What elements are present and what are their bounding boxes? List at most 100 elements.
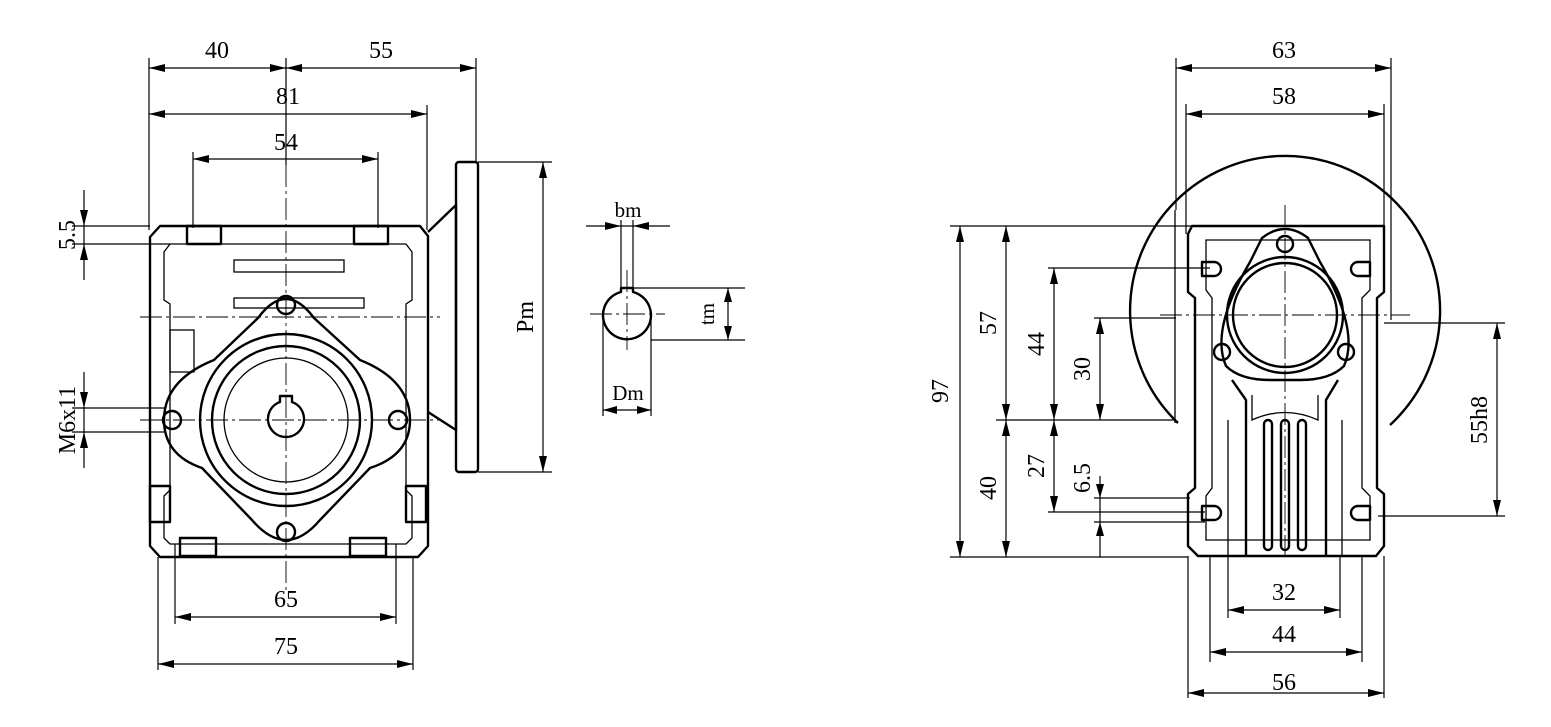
dim-label-55h8: 55h8 (1467, 396, 1493, 444)
shaft-section (601, 286, 653, 341)
arrow (539, 162, 547, 178)
arrow (286, 64, 302, 72)
boss-hole-right (1336, 342, 1356, 362)
top-boss-right (352, 224, 390, 246)
arrow (956, 541, 964, 557)
bore-boss (1220, 227, 1350, 382)
arrow (1324, 606, 1340, 614)
arrow (1096, 318, 1104, 334)
boss-hole-left (1212, 342, 1232, 362)
dim-label-54: 54 (274, 130, 298, 156)
arrow (724, 288, 732, 302)
dim-label-44-vertical: 44 (1024, 332, 1050, 356)
dim-label-pm: Pm (513, 301, 539, 333)
dim-label-27: 27 (1024, 454, 1050, 478)
slot-top-right (1349, 260, 1372, 278)
dim-label-32: 32 (1272, 580, 1296, 606)
bottom-boss-right (404, 484, 428, 524)
arrow (1002, 541, 1010, 557)
rib-3 (1296, 418, 1308, 552)
arrow (1002, 226, 1010, 242)
dim-label-6-5: 6.5 (1070, 463, 1096, 493)
dim-label-81: 81 (276, 84, 300, 110)
bottom-foot-right (348, 536, 388, 558)
motor-flange (454, 160, 480, 474)
arrow (1493, 500, 1501, 516)
keyed-bore (266, 394, 306, 439)
front-view: 63 58 97 57 40 44 27 30 6.5 55h8 32 44 5… (928, 38, 1505, 698)
top-slot-2 (233, 297, 365, 309)
arrow (80, 244, 88, 260)
arrow (1210, 648, 1226, 656)
neck (1231, 379, 1340, 556)
dim-label-dm: Dm (612, 381, 644, 405)
side-view: 40 55 81 54 Pm 5.5 M6x11 65 75 (55, 38, 552, 670)
arrow (80, 210, 88, 226)
dim-label-40: 40 (205, 38, 229, 64)
arrow (1228, 606, 1244, 614)
slot-top-left (1200, 260, 1223, 278)
arrow (1050, 404, 1058, 420)
dim-label-44-horizontal: 44 (1272, 622, 1296, 648)
arrow (637, 406, 651, 414)
dim-label-63: 63 (1272, 38, 1296, 64)
arrow (149, 64, 165, 72)
dim-label-m6x11: M6x11 (55, 386, 81, 454)
slot-bottom-right (1349, 504, 1372, 522)
arrow (193, 155, 209, 163)
arrow (1375, 64, 1391, 72)
arrow (1188, 689, 1204, 697)
arrow (1002, 420, 1010, 436)
arrow (1050, 420, 1058, 436)
arrow (1096, 484, 1104, 498)
arrow (724, 326, 732, 340)
dim-label-55: 55 (369, 38, 393, 64)
arrow (1176, 64, 1192, 72)
dim-label-40: 40 (976, 476, 1002, 500)
arrow (362, 155, 378, 163)
housing-inner (163, 243, 413, 545)
arrow (380, 613, 396, 621)
rib-1 (1262, 418, 1274, 552)
motor-flange-neck (427, 203, 458, 432)
shaft-key-detail: bm tm Dm (586, 198, 745, 416)
arrow (1368, 110, 1384, 118)
arrow (80, 432, 88, 448)
arrow (270, 64, 286, 72)
arrow (956, 226, 964, 242)
dim-label-97: 97 (928, 379, 954, 403)
dim-label-bm: bm (615, 198, 642, 222)
arrow (397, 660, 413, 668)
dim-label-tm: tm (695, 303, 719, 325)
housing-body (1186, 224, 1386, 558)
housing-body-inner (1205, 239, 1371, 541)
arrow (539, 456, 547, 472)
dim-label-56: 56 (1272, 670, 1296, 696)
arrow (1346, 648, 1362, 656)
arrow (605, 222, 621, 230)
bottom-boss-left (148, 484, 172, 524)
dim-label-58: 58 (1272, 84, 1296, 110)
bottom-foot-left (178, 536, 218, 558)
arrow (149, 110, 165, 118)
dim-label-57: 57 (976, 311, 1002, 335)
dim-label-30: 30 (1070, 357, 1096, 381)
arrow (1002, 404, 1010, 420)
arrow (80, 392, 88, 408)
housing-outline (148, 224, 430, 559)
dim-label-65: 65 (274, 587, 298, 613)
arrow (633, 222, 649, 230)
arrow (1096, 404, 1104, 420)
left-pocket (169, 329, 195, 373)
slot-bottom-left (1200, 504, 1223, 522)
arrow (1050, 496, 1058, 512)
arrow (158, 660, 174, 668)
arrow (460, 64, 476, 72)
arrow (1493, 323, 1501, 339)
arrow (603, 406, 617, 414)
arrow (1186, 110, 1202, 118)
top-boss-left (185, 224, 223, 246)
arrow (411, 110, 427, 118)
arrow (1050, 268, 1058, 284)
